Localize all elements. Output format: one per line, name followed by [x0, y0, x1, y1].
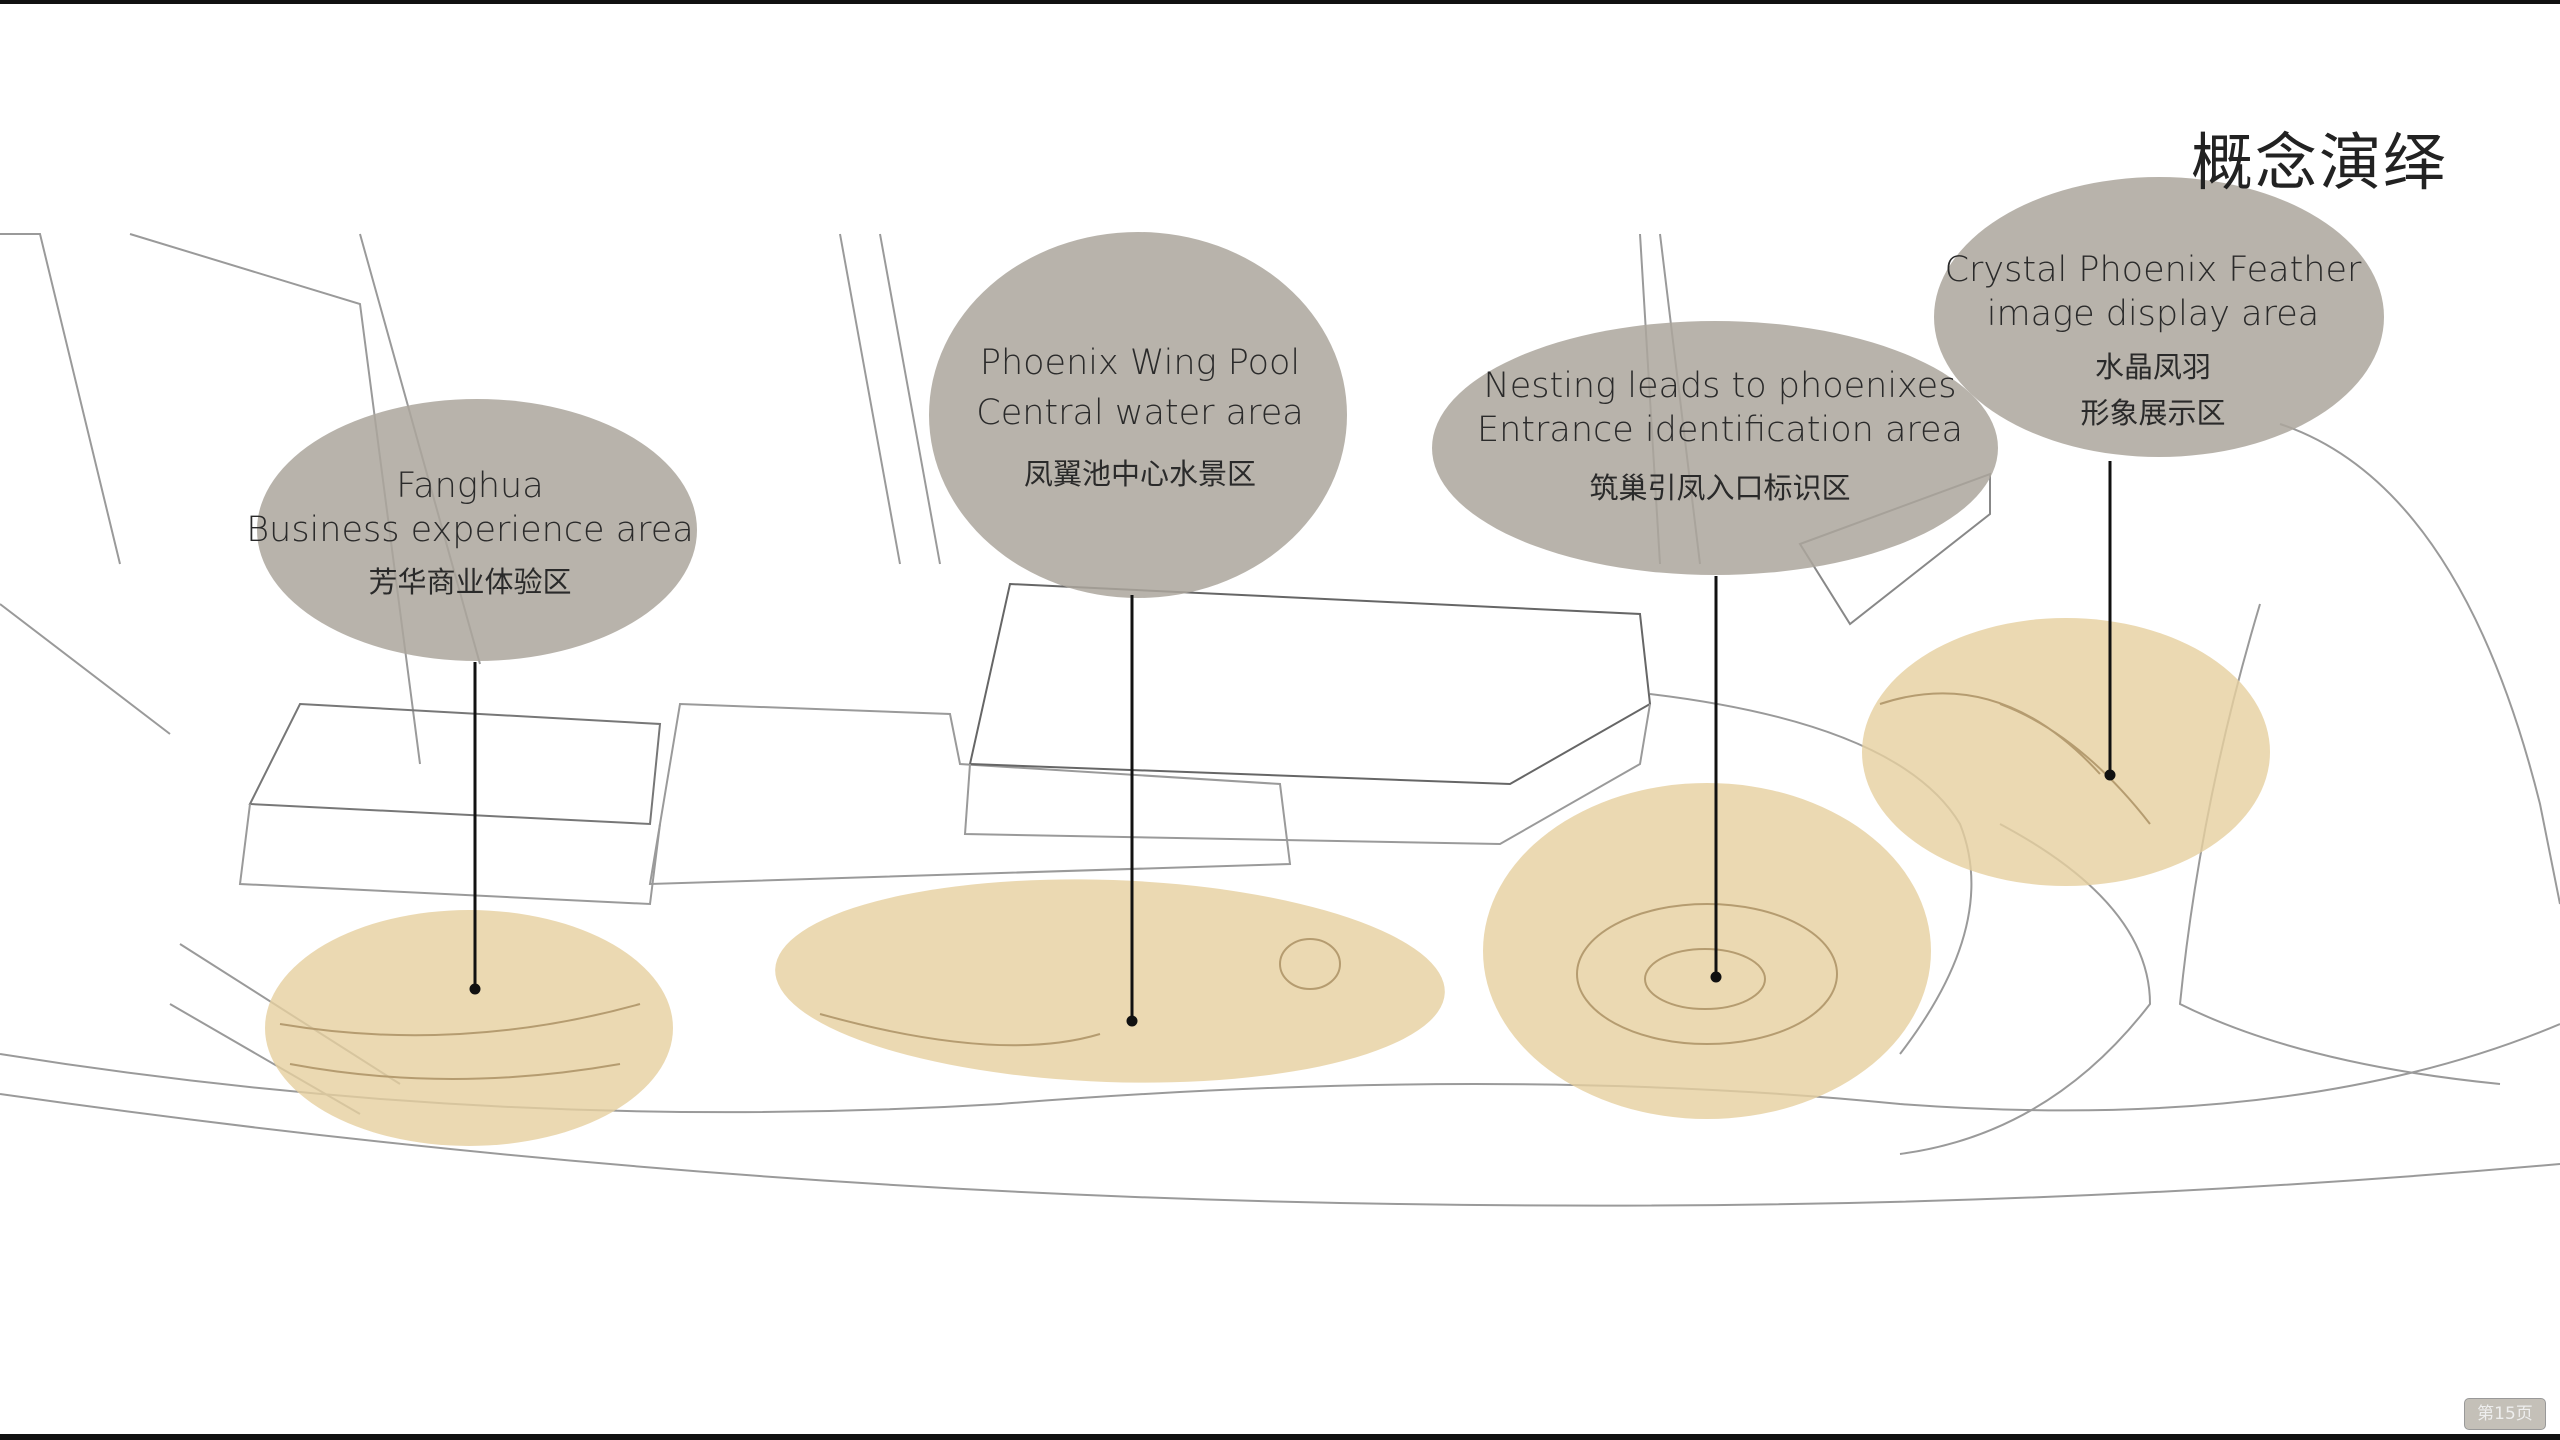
- bubble-crystal: [1934, 177, 2384, 457]
- bubble-phoenix-wing: [929, 232, 1347, 598]
- zone-highlights: [265, 618, 2270, 1146]
- bottom-bar: [0, 1434, 2560, 1440]
- zone-name-zh: 水晶凤羽: [2094, 350, 2211, 384]
- zone-name-en: Fanghua: [396, 466, 544, 506]
- page-number-badge: 第15页: [2464, 1398, 2546, 1430]
- zone-name-zh: 凤翼池中心水景区: [1023, 457, 1256, 491]
- zone-phoenix-wing-highlight: [775, 879, 1445, 1083]
- leader-lines: [469, 461, 2116, 1027]
- zone-nesting-highlight: [1483, 783, 1931, 1119]
- zone-crystal-highlight: [1862, 618, 2270, 886]
- zone-name-en: Nesting leads to phoenixes: [1483, 366, 1957, 406]
- zone-name-en: image display area: [1986, 294, 2320, 334]
- label-bubbles: [257, 177, 2384, 661]
- zone-label-nesting: Nesting leads to phoenixes Entrance iden…: [1477, 364, 1963, 510]
- slide-title: 概念演绎: [2190, 126, 2447, 199]
- zone-name-en: Crystal Phoenix Feather: [1944, 250, 2362, 290]
- zone-name-zh: 芳华商业体验区: [368, 565, 572, 599]
- zone-name-zh: 形象展示区: [2080, 396, 2226, 430]
- zone-fanghua-highlight: [265, 910, 673, 1146]
- zone-name-en: Entrance identification area: [1476, 410, 1964, 450]
- zone-label-phoenix-wing: Phoenix Wing Pool Central water area 凤翼池…: [976, 338, 1303, 496]
- zone-name-en: Business experience area: [246, 510, 694, 550]
- zone-name-zh: 筑巢引凤入口标识区: [1589, 471, 1851, 505]
- zone-name-en: Phoenix Wing Pool: [979, 343, 1301, 383]
- bubble-fanghua: [257, 399, 697, 661]
- site-plan-sketch: [0, 177, 2560, 1207]
- zone-label-fanghua: Fanghua Business experience area 芳华商业体验区: [246, 464, 694, 604]
- zone-name-en: Central water area: [976, 393, 1304, 433]
- zone-detail-lines: [279, 692, 2151, 1080]
- bubble-nesting: [1432, 321, 1998, 575]
- zone-label-crystal: Crystal Phoenix Feather image display ar…: [1945, 248, 2362, 436]
